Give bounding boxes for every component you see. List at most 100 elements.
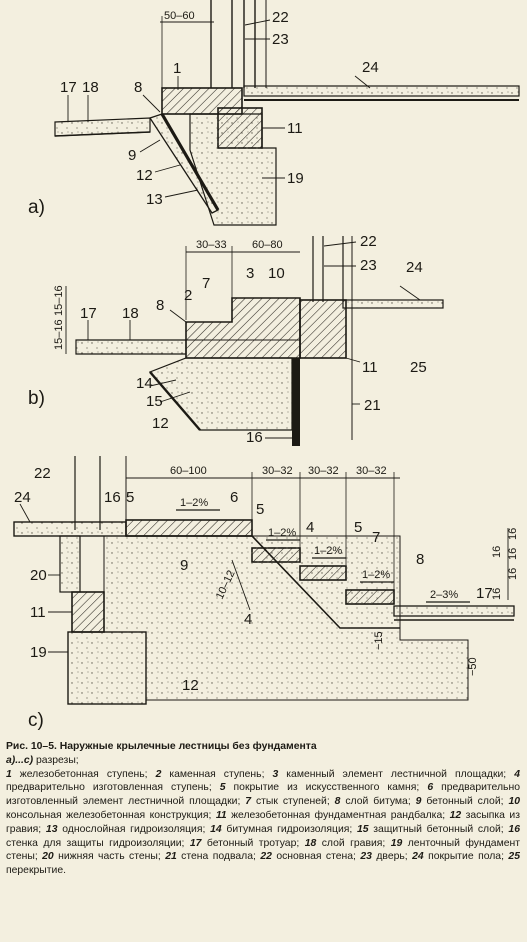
label-b-21: 21 [364, 397, 381, 414]
label-b-22: 22 [360, 233, 377, 250]
section-a: 50–60 22 23 1 24 17 18 8 11 9 12 19 13 a… [28, 0, 520, 226]
label-a-24: 24 [362, 59, 379, 76]
label-b-8: 8 [156, 297, 164, 314]
dim-c-6: −15 [373, 631, 385, 650]
label-a-13: 13 [146, 191, 163, 208]
label-a-9: 9 [128, 147, 136, 164]
legend-number: 8 [334, 796, 341, 808]
label-a-23: 23 [272, 31, 289, 48]
label-b-3: 3 [246, 265, 254, 282]
label-b-2: 2 [184, 287, 192, 304]
legend-number: 16 [508, 823, 520, 835]
legend-text: каменный элемент лестничной площадки; [278, 768, 515, 780]
section-b: 30–33 60–80 15–16 15–16 22 23 3 10 24 7 … [28, 233, 444, 446]
caption-legend: 1 железобетонная ступень; 2 каменная сту… [6, 768, 520, 878]
legend-number: 19 [390, 837, 403, 849]
legend-number: 5 [219, 782, 226, 794]
legend-text: железобетонная фундаментная рандбалка; [226, 809, 450, 821]
legend-text: покрытие из искусственного камня; [225, 782, 428, 794]
label-a-22: 22 [272, 9, 289, 26]
dim-c-8: 16 [507, 528, 519, 540]
dim-c-1: 60–100 [170, 465, 207, 477]
label-b-23: 23 [360, 257, 377, 274]
legend-text: однослойная гидроизоляция; [57, 823, 211, 835]
legend-number: 3 [272, 768, 279, 780]
legend-text: стык ступеней; [251, 796, 335, 808]
slope-c-4: 1–2% [362, 569, 390, 581]
label-b-24: 24 [406, 259, 423, 276]
caption-subtitle-text: разрезы; [33, 754, 79, 766]
slope-c-2: 1–2% [268, 527, 296, 539]
legend-text: консольная железобетонная конструкция; [6, 809, 216, 821]
legend-text: нижняя часть стены; [53, 851, 166, 863]
legend-text: защитный бетонный слой; [368, 823, 509, 835]
legend-number: 18 [304, 837, 317, 849]
legend-number: 1 [6, 768, 12, 780]
label-b-17: 17 [80, 305, 97, 322]
label-c-12: 12 [182, 677, 199, 694]
caption-title: Рис. 10–5. Наружные крылечные лестницы б… [6, 741, 317, 752]
label-a-8: 8 [134, 79, 142, 96]
label-b-16: 16 [246, 429, 263, 446]
dim-c-4: 30–32 [356, 465, 387, 477]
legend-text: стена подвала; [176, 851, 261, 863]
legend-number: 12 [449, 809, 462, 821]
dim-c-10: 16 [507, 568, 519, 580]
legend-number: 9 [415, 796, 422, 808]
label-c-5b: 5 [256, 501, 264, 518]
label-c-9: 9 [180, 557, 188, 574]
legend-text: слой гравия; [316, 837, 391, 849]
label-b-14: 14 [136, 375, 153, 392]
legend-text: слой битума; [340, 796, 416, 808]
legend-text: предварительно изготовленный элемент лес… [6, 782, 520, 808]
section-c: 60–100 30–32 30–32 30–32 10–12 −15 −50 1… [13, 456, 519, 731]
dim-c-2: 30–32 [262, 465, 293, 477]
legend-number: 23 [360, 851, 372, 863]
stair-section-drawing: 50–60 22 23 1 24 17 18 8 11 9 12 19 13 a… [13, 0, 520, 731]
legend-text: предварительно изготовленная ступень; [6, 782, 220, 794]
legend-number: 10 [508, 796, 520, 808]
caption-a: a) [28, 197, 45, 218]
legend-text: дверь; [371, 851, 413, 863]
label-b-10: 10 [268, 265, 285, 282]
legend-number: 2 [155, 768, 162, 780]
dim-c-12: 16 [491, 588, 503, 600]
label-a-17: 17 [60, 79, 77, 96]
legend-text: покрытие пола; [423, 851, 509, 863]
label-c-5c: 5 [354, 519, 362, 536]
legend-number: 22 [260, 851, 272, 863]
slope-c-1: 1–2% [180, 497, 208, 509]
legend-text: ленточный фундамент стены; [6, 837, 520, 863]
caption-subtitle-key: а)...с) [6, 754, 34, 766]
legend-text: каменная ступень; [161, 768, 273, 780]
legend-number: 24 [412, 851, 424, 863]
legend-text: битумная гидроизоляция; [221, 823, 357, 835]
dim-c-7: −50 [467, 657, 479, 676]
legend-text: железобетонная ступень; [11, 768, 156, 780]
label-b-25: 25 [410, 359, 427, 376]
legend-text: перекрытие. [6, 865, 66, 877]
dim-b-4: 15–16 [53, 285, 65, 316]
label-c-4b: 4 [244, 611, 252, 628]
label-c-6: 6 [230, 489, 238, 506]
legend-number: 14 [210, 823, 222, 835]
label-a-18: 18 [82, 79, 99, 96]
legend-number: 6 [427, 782, 434, 794]
legend-number: 25 [508, 851, 520, 863]
dim-a-1: 50–60 [164, 10, 195, 22]
legend-number: 20 [42, 851, 54, 863]
dim-b-3: 15–16 [53, 319, 65, 350]
legend-number: 4 [514, 768, 520, 780]
label-c-22: 22 [34, 465, 51, 482]
dim-b-1: 30–33 [196, 239, 227, 251]
label-b-7: 7 [202, 275, 210, 292]
legend-text: основная стена; [271, 851, 361, 863]
legend-text: засыпка из гравия; [6, 809, 520, 835]
caption-subtitle: а)...с) разрезы; [6, 754, 520, 768]
legend-number: 13 [45, 823, 58, 835]
dim-b-2: 60–80 [252, 239, 283, 251]
label-c-7: 7 [372, 529, 380, 546]
legend-number: 17 [189, 837, 202, 849]
label-c-11: 11 [30, 604, 46, 621]
label-c-19: 19 [30, 644, 47, 661]
